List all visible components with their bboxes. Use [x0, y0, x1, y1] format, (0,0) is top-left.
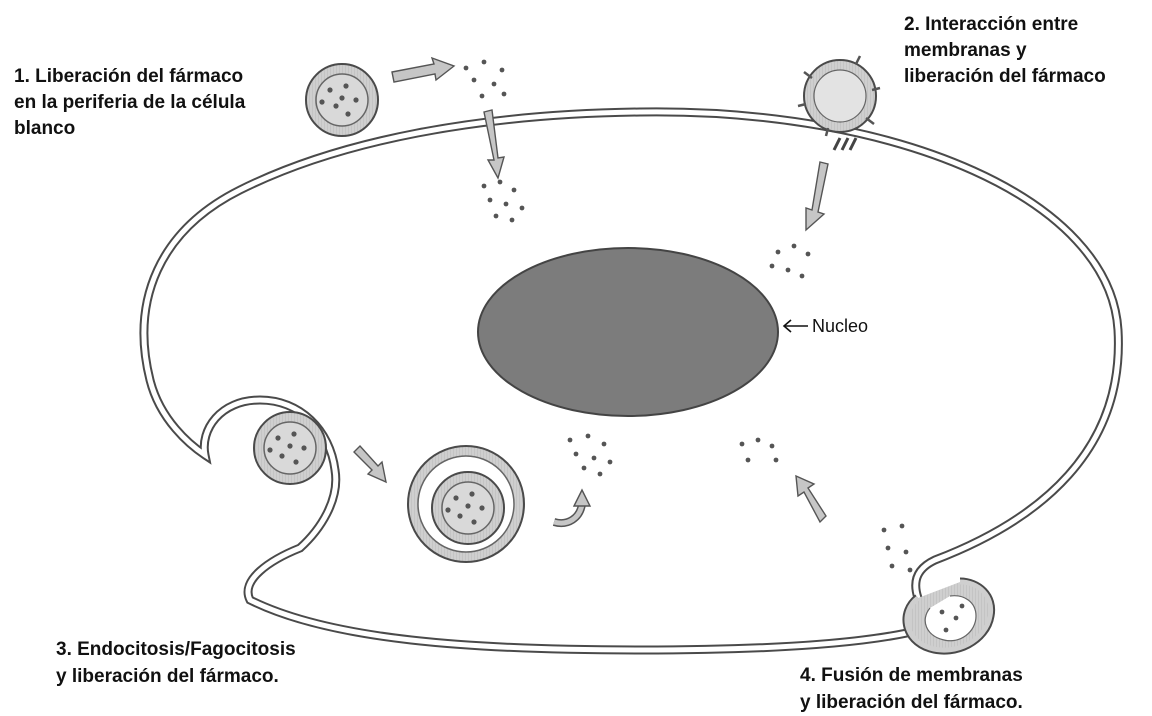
- step1-label: 1. Liberación del fármaco en la periferi…: [14, 66, 251, 139]
- arrow-curved-3: [554, 490, 590, 523]
- step3-label: 3. Endocitosis/Fagocitosis y liberación …: [56, 639, 301, 687]
- drug-dots-inside-4: [882, 524, 913, 573]
- nucleus-label: Nucleo: [812, 316, 868, 336]
- arrow-up-4: [796, 476, 826, 522]
- drug-dots-released-1: [464, 60, 507, 99]
- endosome-3: [408, 446, 524, 562]
- carrier-3-pocket: [254, 412, 326, 484]
- carrier-1: [306, 64, 378, 136]
- drug-dots-inside-2: [770, 244, 811, 279]
- drug-dots-inside-1: [482, 180, 525, 223]
- arrow-down-2: [806, 162, 828, 230]
- nucleus: [478, 248, 778, 416]
- step4-label: 4. Fusión de membranas y liberación del …: [800, 665, 1028, 713]
- arrow-diagonal-3: [354, 446, 386, 482]
- nucleus-pointer-arrow: [784, 320, 808, 332]
- arrow-right-1: [392, 58, 454, 82]
- drug-dots-released-3: [568, 434, 613, 477]
- drug-dots-released-4: [740, 438, 779, 463]
- step2-label: 2. Interacción entre membranas y liberac…: [904, 14, 1106, 87]
